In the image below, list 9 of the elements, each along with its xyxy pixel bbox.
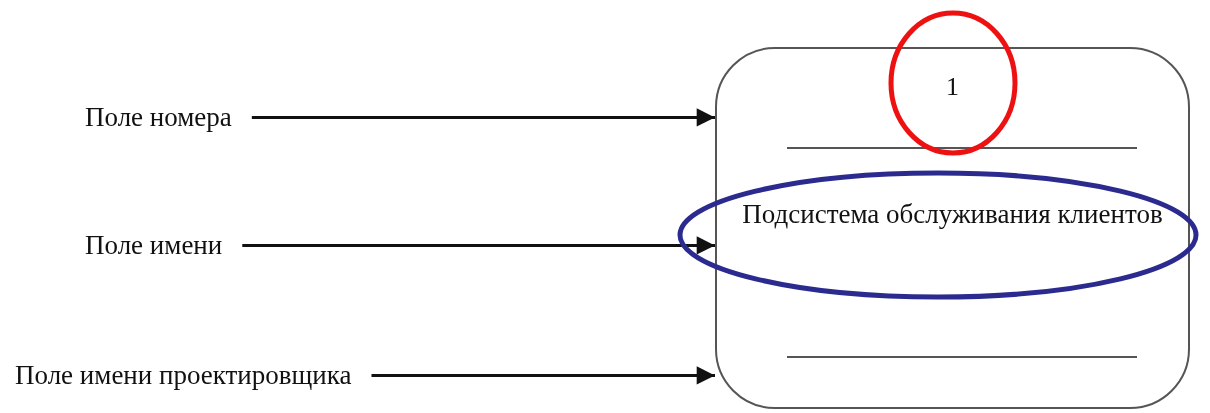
process-number: 1 [945, 71, 960, 103]
arrow [242, 236, 715, 255]
arrow [371, 366, 715, 385]
data-flow-label: Поле имени проектировщика [15, 362, 352, 389]
arrow [251, 108, 715, 127]
data-flow-label: Поле имени [85, 232, 223, 259]
process-box [715, 47, 1190, 409]
data-flow-label: Поле номера [85, 104, 232, 131]
process-name: Подсистема обслуживания клиентов [741, 198, 1164, 231]
